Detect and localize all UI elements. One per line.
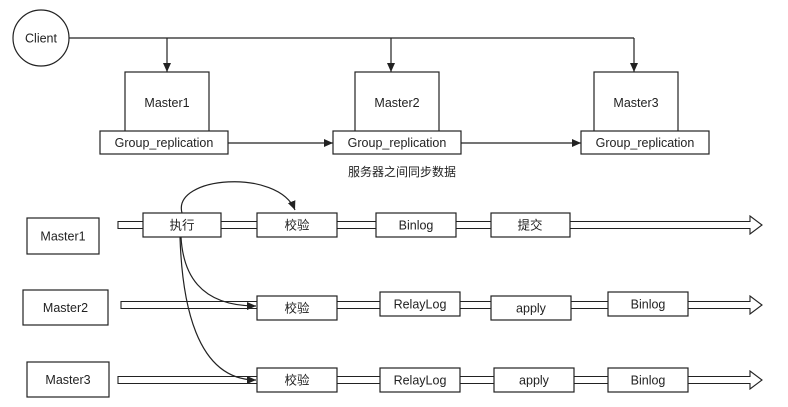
pipeline-step: Binlog xyxy=(607,291,689,317)
pipeline-master1-label: Master1 xyxy=(40,230,85,244)
pipeline-step: Binlog xyxy=(607,367,689,393)
pipeline-step: RelayLog xyxy=(379,291,461,317)
pipeline-master1-arrow xyxy=(117,214,763,236)
client-node: Client xyxy=(12,9,70,67)
pipeline-master2-arrow xyxy=(120,294,763,316)
pipeline-step: 校验 xyxy=(256,212,338,238)
pipeline-step-label: 校验 xyxy=(284,218,310,233)
pipeline-step: apply xyxy=(490,295,572,321)
flow-curve-to-verify-master2 xyxy=(180,236,257,310)
pipeline-step: Binlog xyxy=(375,212,457,238)
pipeline-step-label: 执行 xyxy=(169,219,194,233)
client-label: Client xyxy=(25,32,57,46)
master1-node: Master1 xyxy=(124,71,210,133)
master1-label: Master1 xyxy=(144,96,189,110)
pipeline-master2: Master2 校验 RelayLog apply Binlog xyxy=(22,289,763,326)
pipeline-step-label: 校验 xyxy=(284,373,310,388)
pipeline-master1: Master1 执行 校验 Binlog 提交 xyxy=(26,212,763,255)
master2-group-replication: Group_replication xyxy=(332,130,462,155)
sync-caption: 服务器之间同步数据 xyxy=(348,164,456,179)
pipeline-master3-node xyxy=(26,361,110,398)
pipeline-step-label: apply xyxy=(519,374,550,388)
pipeline-master2-node xyxy=(22,289,109,326)
master2-label: Master2 xyxy=(374,96,419,110)
pipeline-step: 校验 xyxy=(256,367,338,393)
pipeline-step-label: Binlog xyxy=(399,219,434,233)
master1-group-replication: Group_replication xyxy=(99,130,229,155)
pipeline-master2-label: Master2 xyxy=(43,301,88,315)
pipeline-master1-node xyxy=(26,217,100,255)
flow-curve-to-verify-master3 xyxy=(179,236,257,384)
master2-node: Master2 xyxy=(354,71,440,133)
pipeline-step-label: 提交 xyxy=(517,218,542,233)
pipeline-step-label: Binlog xyxy=(631,298,666,312)
pipeline-step: 执行 xyxy=(142,212,222,238)
pipeline-step-label: apply xyxy=(516,302,547,316)
pipeline-step: apply xyxy=(493,367,575,393)
master3-label: Master3 xyxy=(613,96,658,110)
master3-group-label: Group_replication xyxy=(596,136,695,150)
pipeline-master3: Master3 校验 RelayLog apply Binlog xyxy=(26,361,763,398)
pipeline-step-label: RelayLog xyxy=(394,374,447,388)
master1-group-label: Group_replication xyxy=(115,136,214,150)
pipeline-step: 提交 xyxy=(490,212,571,238)
pipeline-master3-label: Master3 xyxy=(45,373,90,387)
pipeline-step-label: RelayLog xyxy=(394,298,447,312)
client-fanout xyxy=(69,37,638,72)
pipeline-step-label: 校验 xyxy=(284,301,310,316)
master3-node: Master3 xyxy=(593,71,679,133)
master3-group-replication: Group_replication xyxy=(580,130,710,155)
master2-group-label: Group_replication xyxy=(348,136,447,150)
pipeline-step: 校验 xyxy=(256,295,338,321)
pipeline-step: RelayLog xyxy=(379,367,461,393)
pipeline-step-label: Binlog xyxy=(631,374,666,388)
flow-curve-to-verify-master1 xyxy=(180,181,296,214)
pipeline-master3-arrow xyxy=(117,369,763,391)
